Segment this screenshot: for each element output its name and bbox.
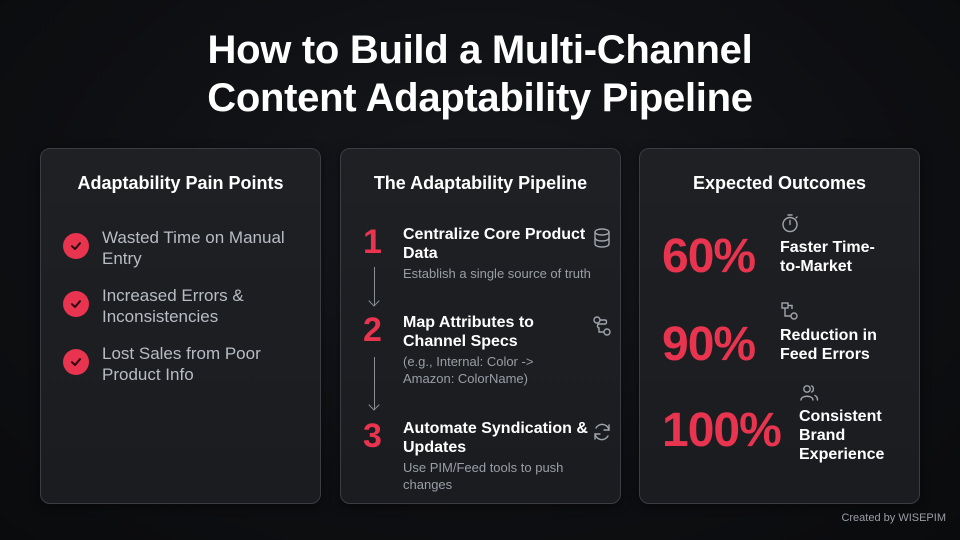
check-circle-icon — [63, 233, 89, 259]
outcome-value: 100% — [662, 404, 782, 457]
check-circle-icon — [63, 349, 89, 375]
route-icon — [593, 316, 611, 336]
step-description: (e.g., Internal: Color -> Amazon: ColorN… — [403, 354, 534, 386]
pipeline-step: 1 Centralize Core Product Data Establish… — [363, 223, 613, 285]
outcomes-card: Expected Outcomes 60% Faster Time-to-Mar… — [639, 148, 920, 504]
page-title: How to Build a Multi-Channel Content Ada… — [0, 26, 960, 122]
step-number: 1 — [363, 223, 382, 261]
outcome-label: Reduction in Feed Errors — [780, 327, 877, 363]
pipeline-card: The Adaptability Pipeline 1 Centralize C… — [340, 148, 621, 504]
pipeline-step: 3 Automate Syndication & Updates Use PIM… — [363, 417, 613, 499]
pain-point-label: Increased Errors & Inconsistencies — [102, 286, 244, 326]
database-icon — [594, 228, 610, 248]
pain-point-item: Wasted Time on Manual Entry — [63, 227, 302, 269]
pain-point-item: Lost Sales from Poor Product Info — [63, 343, 302, 385]
step-title: Map Attributes to Channel Specs — [403, 314, 534, 350]
pain-points-card: Adaptability Pain Points Wasted Time on … — [40, 148, 321, 504]
outcome-label: Faster Time-to-Market — [780, 239, 875, 275]
pain-point-label: Wasted Time on Manual Entry — [102, 228, 285, 268]
step-title: Centralize Core Product Data — [403, 226, 586, 262]
step-number: 2 — [363, 311, 382, 349]
pipeline-heading: The Adaptability Pipeline — [373, 173, 588, 193]
outcome-item: 60% Faster Time-to-Market — [662, 213, 912, 293]
outcomes-heading: Expected Outcomes — [692, 173, 867, 193]
arrow-down-icon — [374, 267, 375, 305]
pain-points-heading: Adaptability Pain Points — [77, 173, 284, 193]
step-title: Automate Syndication & Updates — [403, 420, 588, 456]
pain-point-item: Increased Errors & Inconsistencies — [63, 285, 302, 327]
outcome-label: Consistent Brand Experience — [799, 408, 885, 463]
credit-text: Created by WISEPIM — [841, 512, 946, 524]
outcome-value: 60% — [662, 230, 756, 283]
check-circle-icon — [63, 291, 89, 317]
workflow-icon — [781, 302, 798, 320]
refresh-icon — [594, 423, 610, 441]
title-line-2: Content Adaptability Pipeline — [207, 76, 753, 120]
step-description: Establish a single source of truth — [403, 266, 591, 281]
pipeline-step: 2 Map Attributes to Channel Specs (e.g.,… — [363, 311, 613, 393]
outcome-item: 90% Reduction in Feed Errors — [662, 299, 912, 379]
step-description: Use PIM/Feed tools to push changes — [403, 460, 564, 492]
title-line-1: How to Build a Multi-Channel — [207, 28, 753, 72]
stopwatch-icon — [782, 214, 798, 233]
step-number: 3 — [363, 417, 382, 455]
pain-point-label: Lost Sales from Poor Product Info — [102, 344, 261, 384]
outcome-value: 90% — [662, 318, 756, 371]
outcome-item: 100% Consistent Brand Experience — [662, 383, 912, 473]
arrow-down-icon — [374, 357, 375, 409]
users-icon — [800, 385, 819, 401]
